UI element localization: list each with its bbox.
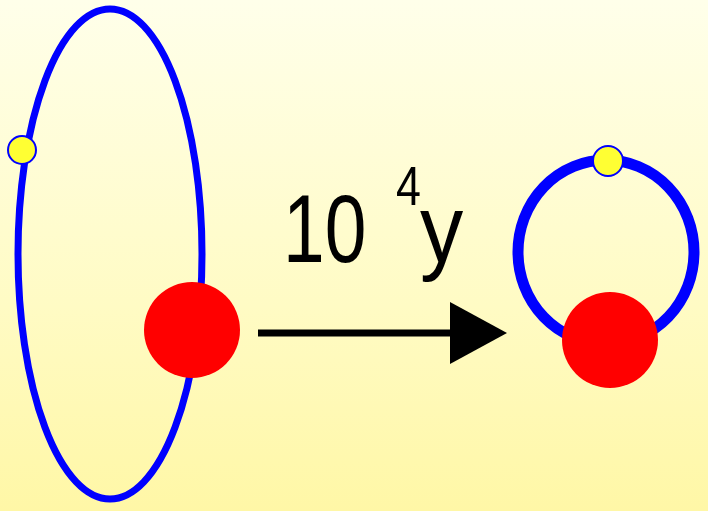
star <box>562 292 658 388</box>
eccentric-orbit <box>18 9 202 499</box>
timescale-exponent: 4 <box>396 158 421 214</box>
timescale-value: 10 <box>283 181 366 277</box>
arrow-head <box>450 302 507 364</box>
planet <box>8 136 36 164</box>
star <box>144 282 240 378</box>
planet <box>593 146 623 176</box>
arrow-shaft <box>258 330 456 337</box>
timescale-unit: y <box>420 181 463 277</box>
